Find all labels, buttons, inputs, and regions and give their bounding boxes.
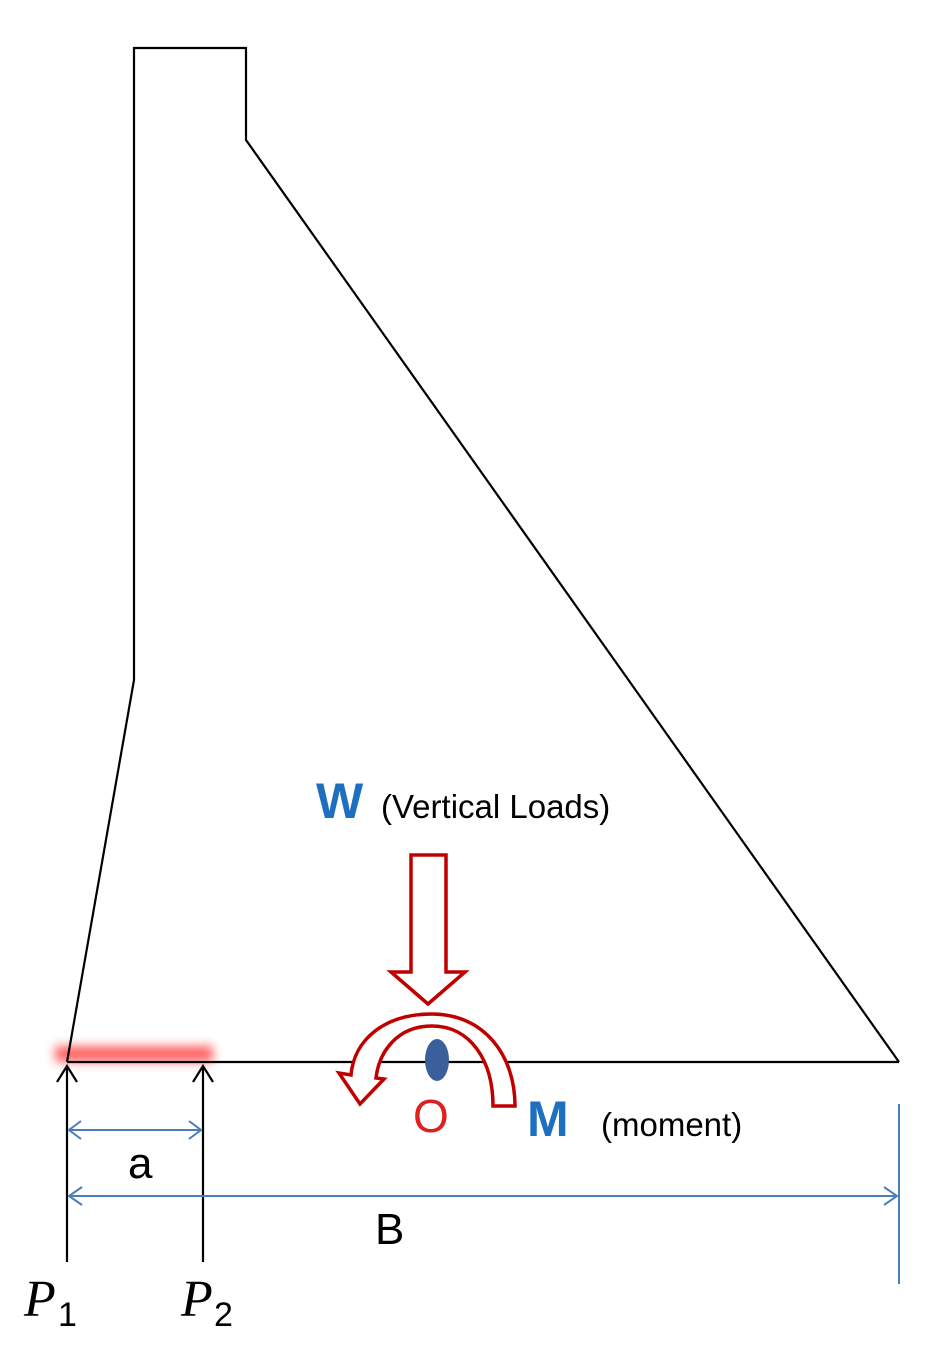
dimension-a-label: a bbox=[128, 1139, 153, 1188]
m-description-label: (moment) bbox=[601, 1106, 742, 1143]
p1-subscript: 1 bbox=[58, 1296, 77, 1334]
origin-o-label: O bbox=[413, 1090, 449, 1142]
p1-arrowhead bbox=[56, 1063, 78, 1083]
w-description-label: (Vertical Loads) bbox=[381, 788, 610, 825]
w-load-arrow bbox=[386, 853, 470, 1007]
dimension-b-label: B bbox=[375, 1205, 404, 1254]
dimension-a-left-arrowhead bbox=[67, 1120, 82, 1140]
dimension-a-right-arrowhead bbox=[188, 1120, 203, 1140]
dam-outline bbox=[65, 46, 900, 1063]
m-symbol-label: M bbox=[527, 1091, 569, 1147]
p1-label: P bbox=[23, 1271, 56, 1328]
p2-subscript: 2 bbox=[214, 1296, 233, 1334]
moment-arrow bbox=[335, 1012, 517, 1108]
p2-label: P bbox=[180, 1271, 213, 1328]
center-point-o bbox=[425, 1039, 449, 1081]
p2-arrowhead bbox=[192, 1063, 214, 1083]
w-symbol-label: W bbox=[316, 773, 364, 829]
heel-highlight bbox=[55, 1046, 213, 1062]
dimension-b-right-arrowhead bbox=[883, 1186, 899, 1206]
dimension-b-left-arrowhead bbox=[67, 1186, 83, 1206]
